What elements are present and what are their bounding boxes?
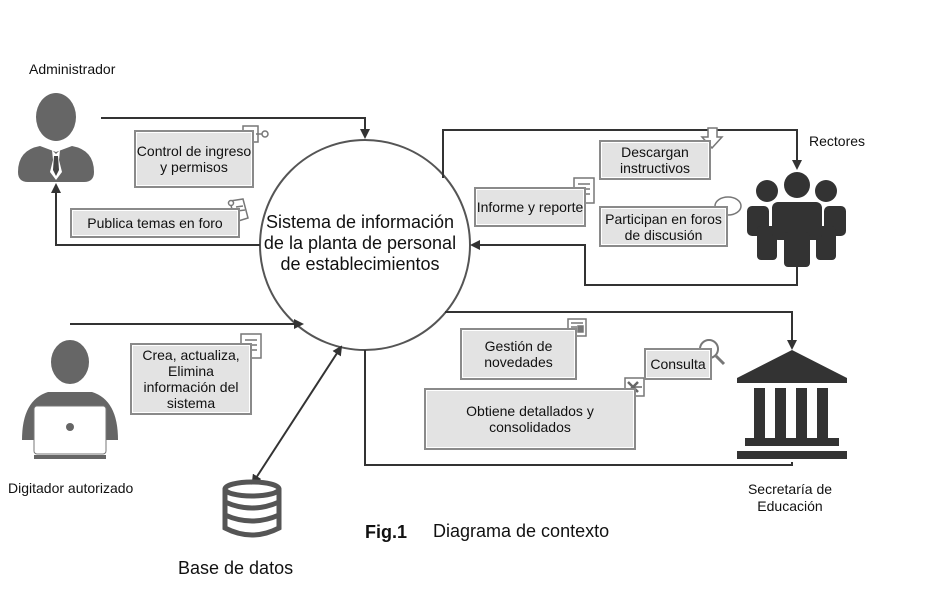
flow-system-to-rectores xyxy=(442,129,802,178)
flow-rectores-to-system xyxy=(470,240,798,286)
figure-number: Fig.1 xyxy=(365,522,408,542)
flow-box-control: Control de ingreso y permisos xyxy=(134,130,254,188)
flow-box-participan: Participan en foros de discusión xyxy=(599,206,728,247)
database-icon xyxy=(222,479,282,538)
government-building-icon xyxy=(737,350,847,459)
database-label: Base de datos xyxy=(178,558,294,578)
person-laptop-icon xyxy=(22,340,118,459)
flow-box-consulta: Consulta xyxy=(644,348,712,380)
flow-box-descargan: Descargan instructivos xyxy=(599,140,711,180)
flow-box-obtiene: Obtiene detallados y consolidados xyxy=(424,388,636,450)
flow-admin-to-system xyxy=(101,117,370,139)
group-people-icon xyxy=(747,172,846,267)
flow-system-to-secretaria xyxy=(445,311,797,350)
download-arrow-icon xyxy=(700,127,724,150)
flow-secretaria-to-system xyxy=(364,350,793,466)
actor-label-rectores: Rectores xyxy=(809,133,866,149)
actor-label-digitador: Digitador autorizado xyxy=(8,480,134,496)
figure-caption: Diagrama de contexto xyxy=(433,521,610,541)
flow-box-informe: Informe y reporte xyxy=(474,187,586,227)
admin-person-icon xyxy=(18,93,94,182)
system-label: Sistema de información de la planta de p… xyxy=(263,212,457,274)
flow-box-gestion: Gestión de novedades xyxy=(460,328,577,380)
flow-box-publica: Publica temas en foro xyxy=(70,208,240,238)
actor-label-admin: Administrador xyxy=(29,61,116,77)
flow-system-to-admin xyxy=(51,183,260,246)
flow-db-system xyxy=(251,345,343,485)
actor-label-secretaria: Secretaría de Educación xyxy=(747,481,833,514)
flow-box-crea: Crea, actualiza, Elimina información del… xyxy=(130,343,252,415)
